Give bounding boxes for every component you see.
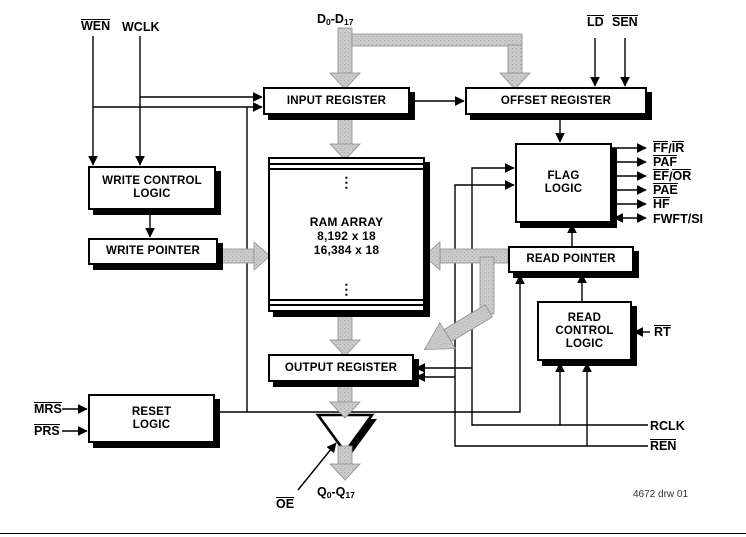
ram-bottom-line-2	[270, 299, 423, 301]
ram-to-output-register-bus	[329, 311, 361, 357]
ef-or-separator: /	[668, 169, 673, 184]
ram-top-line-1	[270, 163, 423, 165]
d-bus-prefix: D	[317, 11, 327, 26]
ren-text: REN	[650, 439, 677, 454]
paf-text: PAF	[653, 155, 678, 170]
read-pointer-to-ram-bus	[423, 241, 509, 271]
prs-label: PRS	[34, 424, 60, 437]
rt-text: RT	[654, 325, 671, 340]
d-bus-branch-to-offset-register	[351, 33, 531, 90]
ef-text: EF	[653, 169, 669, 184]
ram-ellipsis-bottom: ⋮	[339, 281, 354, 297]
sen-text: SEN	[612, 15, 638, 30]
reset-logic-block: RESET LOGIC	[88, 394, 215, 443]
input-register-to-ram-bus	[329, 113, 361, 161]
flag-label-pae: PAE	[653, 183, 678, 196]
wclk-label: WCLK	[122, 19, 160, 34]
ram-array-size2: 16,384 x 18	[313, 242, 380, 257]
mrs-text: MRS	[34, 402, 62, 417]
rt-label: RT	[654, 325, 671, 338]
wclk-text: WCLK	[122, 19, 160, 34]
read-control-logic-line3: LOGIC	[565, 337, 604, 350]
q-bus-sub1: 0	[326, 490, 332, 500]
ram-array-size1: 8,192 x 18	[317, 228, 376, 243]
reset-logic-line2: LOGIC	[132, 418, 171, 431]
ren-wire	[454, 180, 648, 447]
oe-label: OE	[276, 497, 295, 512]
write-pointer-block: WRITE POINTER	[88, 238, 218, 265]
write-control-logic-line2: LOGIC	[133, 188, 171, 200]
input-register-block: INPUT REGISTER	[263, 87, 410, 115]
q-bus-sub2: 17	[345, 490, 355, 500]
d-bus-mid: -D	[330, 11, 344, 26]
buffer-to-q-bus	[329, 445, 361, 481]
ld-text: LD	[587, 15, 604, 30]
flag-label-hf: HF	[653, 197, 670, 210]
d-bus-sub2: 17	[343, 17, 354, 27]
rclk-text: RCLK	[650, 418, 685, 433]
flag-logic-block: FLAG LOGIC	[515, 143, 612, 223]
hf-text: HF	[653, 197, 670, 212]
flag-logic-line1: FLAG	[547, 170, 580, 182]
write-pointer-to-ram-bus	[217, 241, 271, 271]
ff-text: FF	[653, 141, 669, 156]
pae-text: PAE	[653, 183, 678, 198]
si-text: SI	[691, 211, 704, 226]
flag-logic-line2: LOGIC	[544, 183, 583, 195]
d-bus-sub1: 0	[326, 17, 331, 27]
drawing-number: 4672 drw 01	[633, 489, 689, 500]
ren-label: REN	[650, 439, 677, 454]
bottom-rule	[0, 533, 746, 534]
wen-text: WEN	[81, 19, 111, 34]
flag-label-fwft-si: FWFT/SI	[653, 211, 704, 226]
ram-bottom-line-1	[270, 304, 423, 306]
flag-label-ff-ir: FF/IR	[653, 141, 685, 156]
oe-wire	[297, 442, 337, 491]
fwft-text: FWFT	[653, 211, 688, 226]
q-bus-label: Q0 -Q17	[317, 484, 355, 500]
ram-array-title: RAM ARRAY	[309, 214, 384, 229]
ram-top-line-2	[270, 168, 423, 170]
ram-array-label: RAM ARRAY 8,192 x 18 16,384 x 18	[310, 215, 384, 257]
read-control-logic-block: READ CONTROL LOGIC	[537, 301, 632, 361]
mrs-label: MRS	[34, 402, 62, 415]
d-bus-label: D0 -D17	[317, 11, 353, 27]
fwft-si-separator: /	[687, 211, 692, 226]
oe-text: OE	[276, 497, 295, 512]
ld-label: LD	[587, 15, 604, 28]
q-bus-prefix: Q	[317, 484, 327, 499]
bus-layer	[217, 27, 531, 481]
ff-ir-separator: /	[668, 141, 672, 156]
prs-text: PRS	[34, 424, 60, 439]
write-control-logic-block: WRITE CONTROL LOGIC	[88, 166, 216, 210]
offset-register-block: OFFSET REGISTER	[465, 87, 647, 115]
flag-label-ef-or: EF/OR	[653, 169, 692, 184]
rclk-label: RCLK	[650, 418, 685, 433]
read-control-logic-line1: READ	[567, 311, 602, 324]
reset-logic-line1: RESET	[131, 405, 172, 418]
q-bus-mid: -Q	[331, 484, 346, 499]
read-pointer-block: READ POINTER	[508, 246, 634, 273]
wen-label: WEN	[81, 19, 111, 34]
ir-text: IR	[671, 141, 685, 156]
ram-array-content: ⋮ RAM ARRAY 8,192 x 18 16,384 x 18 ⋮	[270, 159, 423, 310]
or-text: OR	[672, 169, 692, 184]
output-register-to-buffer-bus	[329, 381, 361, 419]
read-control-logic-line2: CONTROL	[555, 324, 614, 337]
write-control-logic-line1: WRITE CONTROL	[102, 175, 202, 187]
flag-label-paf: PAF	[653, 155, 678, 170]
sen-label: SEN	[612, 15, 638, 28]
reset-to-read-pointer-wire	[215, 274, 525, 413]
read-pointer-to-output-register-bus	[423, 256, 495, 351]
ram-ellipsis-top: ⋮	[339, 174, 354, 190]
output-register-block: OUTPUT REGISTER	[268, 354, 414, 382]
d-bus	[329, 27, 361, 90]
ram-array-block: ⋮ RAM ARRAY 8,192 x 18 16,384 x 18 ⋮	[268, 157, 425, 312]
